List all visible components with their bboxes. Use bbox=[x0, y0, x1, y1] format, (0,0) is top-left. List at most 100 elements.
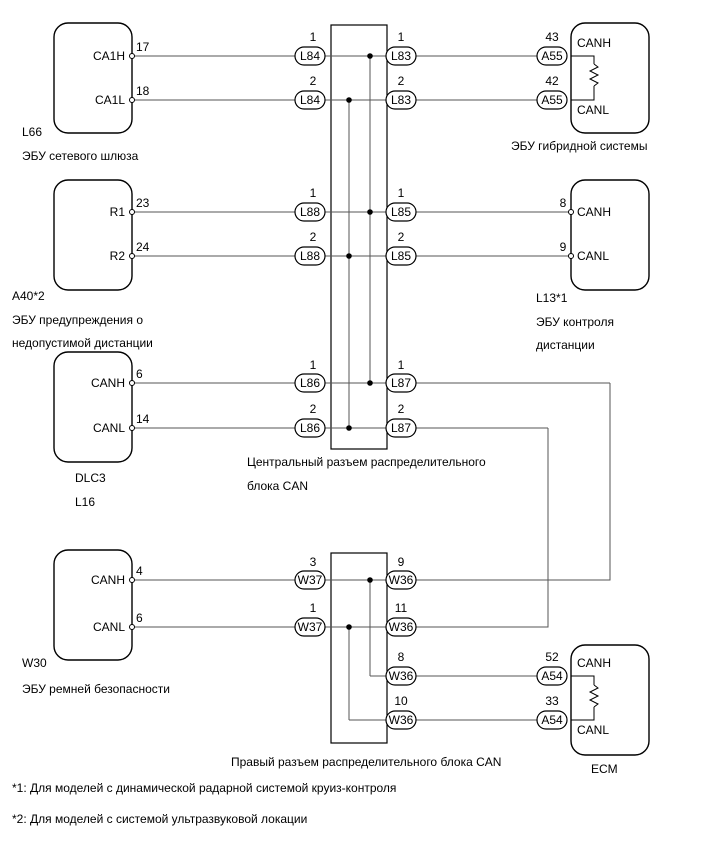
connector-pill bbox=[536, 46, 568, 66]
connector-pill bbox=[385, 710, 417, 730]
junction-captions: Центральный разъем распределительного бл… bbox=[231, 455, 501, 769]
pin-number: 1 bbox=[398, 30, 405, 44]
connector-pill bbox=[385, 373, 417, 393]
connector-pill bbox=[294, 46, 326, 66]
connector-label: A55 bbox=[541, 49, 563, 63]
wire-loop-canl bbox=[400, 428, 549, 628]
connector-pill bbox=[385, 90, 417, 110]
connector-pill bbox=[536, 710, 568, 730]
precollision-name-line2: недопустимой дистанции bbox=[12, 336, 153, 350]
pin-number: 11 bbox=[395, 601, 408, 615]
right-junction-block bbox=[330, 552, 388, 744]
connector-pill bbox=[294, 570, 326, 590]
ecu-pin-name: CANH bbox=[577, 36, 611, 50]
connector-pill bbox=[294, 90, 326, 110]
ecm-box bbox=[570, 644, 650, 756]
ecu-pin-name: CANH bbox=[91, 573, 125, 587]
pin-terminal bbox=[129, 97, 135, 103]
resistor-zigzag bbox=[588, 63, 600, 87]
ecu-pin-name: CANH bbox=[577, 205, 611, 219]
connector-pill bbox=[385, 617, 417, 637]
resistor-line bbox=[571, 55, 595, 64]
connector-label: L84 bbox=[300, 49, 320, 63]
left-ecu-pin-names: CA1H CA1L R1 R2 CANH CANL CANH CANL bbox=[91, 49, 125, 634]
pin-number: 1 bbox=[398, 186, 405, 200]
wire-loop-canh bbox=[400, 383, 611, 581]
connector-pill bbox=[536, 90, 568, 110]
connector-label: L87 bbox=[391, 376, 411, 390]
hybrid-ecu-box bbox=[570, 22, 650, 134]
pin-number: 3 bbox=[310, 555, 317, 569]
footnote-1: *1: Для моделей с динамической радарной … bbox=[12, 781, 396, 795]
pin-number: 2 bbox=[398, 402, 405, 416]
gateway-code: L66 bbox=[22, 125, 42, 139]
pin-terminal bbox=[129, 209, 135, 215]
central-junction-block bbox=[330, 24, 388, 450]
pin-number: 2 bbox=[310, 230, 317, 244]
connector-label: L83 bbox=[391, 49, 411, 63]
distance-ecu-box bbox=[570, 179, 650, 291]
ecu-pin-number: 33 bbox=[545, 694, 559, 708]
connector-label: A54 bbox=[541, 669, 563, 683]
connector-pill bbox=[294, 373, 326, 393]
connector-label: L86 bbox=[300, 376, 320, 390]
pin-terminals bbox=[129, 53, 574, 630]
precollision-name-line1: ЭБУ предупреждения о bbox=[12, 313, 143, 327]
splice-dot bbox=[346, 624, 352, 630]
connector-label: W37 bbox=[298, 620, 323, 634]
connector-pill bbox=[294, 418, 326, 438]
splice-dot bbox=[346, 425, 352, 431]
connector-pill bbox=[385, 570, 417, 590]
ecu-pin-name: R1 bbox=[110, 205, 126, 219]
connector-label: L85 bbox=[391, 205, 411, 219]
precollision-ecu-box bbox=[53, 179, 133, 291]
connector-label: L85 bbox=[391, 249, 411, 263]
ecu-pin-number: 6 bbox=[136, 367, 143, 381]
pin-number: 2 bbox=[310, 74, 317, 88]
ecu-pin-number: 23 bbox=[136, 196, 150, 210]
central-junction-caption-line2: блока CAN bbox=[247, 479, 308, 493]
precollision-code: A40*2 bbox=[12, 289, 45, 303]
pin-terminal bbox=[129, 253, 135, 259]
pin-number: 1 bbox=[310, 186, 317, 200]
pin-number: 2 bbox=[398, 230, 405, 244]
connector-label: L87 bbox=[391, 421, 411, 435]
distance-name-line2: дистанции bbox=[536, 338, 595, 352]
footnotes: *1: Для моделей с динамической радарной … bbox=[12, 781, 396, 826]
ecu-pin-number: 6 bbox=[136, 611, 143, 625]
ecu-pin-number: 42 bbox=[545, 74, 559, 88]
ecu-pin-number: 17 bbox=[136, 40, 150, 54]
connector-label: W36 bbox=[389, 573, 414, 587]
ecu-pin-name: CANL bbox=[93, 620, 125, 634]
connector-labels: L84 L84 L88 L88 L86 L86 L83 L83 L85 L85 … bbox=[298, 49, 563, 727]
junction-pin-numbers: 1 2 1 2 1 2 1 2 1 2 1 2 3 1 9 11 8 10 bbox=[310, 30, 408, 708]
connector-pill bbox=[294, 617, 326, 637]
ecu-pin-number: 9 bbox=[560, 240, 567, 254]
footnote-2: *2: Для моделей с системой ультразвуково… bbox=[12, 812, 307, 826]
connector-pill bbox=[294, 246, 326, 266]
gateway-name: ЭБУ сетевого шлюза bbox=[22, 149, 139, 163]
ecu-pin-name: CANL bbox=[577, 103, 609, 117]
pin-terminal bbox=[129, 577, 135, 583]
pin-number: 1 bbox=[310, 601, 317, 615]
pin-terminal bbox=[129, 425, 135, 431]
ecu-pin-name: CANH bbox=[91, 376, 125, 390]
splice-dot bbox=[367, 380, 373, 386]
ecu-pin-name: CANL bbox=[577, 249, 609, 263]
dlc3-code: DLC3 bbox=[75, 471, 106, 485]
connector-label: A55 bbox=[541, 93, 563, 107]
right-ecu-pin-numbers: 43 42 8 9 52 33 bbox=[545, 30, 566, 708]
left-ecu-pin-numbers: 17 18 23 24 6 14 4 6 bbox=[136, 40, 150, 625]
termination-resistor-ecm bbox=[571, 675, 600, 721]
ecm-name: ECM bbox=[591, 762, 618, 776]
connector-label: A54 bbox=[541, 713, 563, 727]
connector-label: W36 bbox=[389, 713, 414, 727]
ecu-pin-number: 8 bbox=[560, 196, 567, 210]
distance-name-line1: ЭБУ контроля bbox=[536, 315, 614, 329]
splice-dots bbox=[346, 53, 373, 630]
pin-number: 1 bbox=[398, 358, 405, 372]
connector-label: L83 bbox=[391, 93, 411, 107]
splice-dot bbox=[367, 577, 373, 583]
resistor-line bbox=[571, 707, 595, 721]
